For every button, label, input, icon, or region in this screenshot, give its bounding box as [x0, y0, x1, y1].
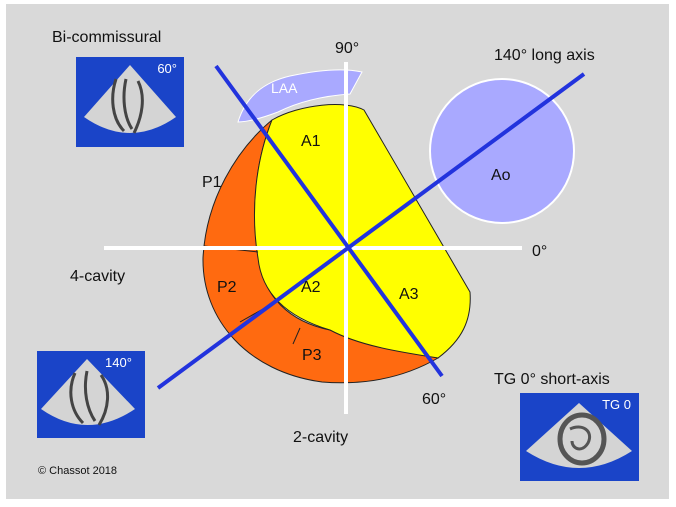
plane-140-line — [156, 72, 586, 390]
label-a1: A1 — [301, 133, 321, 150]
plane-60-line — [214, 64, 444, 378]
thumbnail-tg-short-axis: TG 0 — [520, 393, 639, 481]
label-140-long-axis: 140° long axis — [494, 47, 595, 64]
label-2-cavity: 2-cavity — [293, 429, 348, 446]
echo-sector-icon — [84, 65, 176, 134]
label-p2: P2 — [217, 279, 237, 296]
aorta-circle — [429, 78, 575, 224]
label-90: 90° — [335, 40, 359, 57]
label-a3: A3 — [399, 286, 419, 303]
anterior-leaflet — [254, 104, 471, 359]
thumbnail-label-60: 60° — [157, 61, 177, 76]
mitral-valve-diagram: Bi-commissural 90° 140° long axis LAA A1… — [52, 29, 610, 446]
echo-sector-icon — [41, 359, 135, 426]
label-0: 0° — [532, 243, 547, 260]
label-p3: P3 — [302, 347, 322, 364]
label-60: 60° — [422, 391, 446, 408]
label-ao: Ao — [491, 167, 511, 184]
laa-shape — [237, 69, 363, 123]
thumbnail-bicommissural: 60° — [76, 57, 184, 147]
label-a2: A2 — [301, 279, 321, 296]
label-4-cavity: 4-cavity — [70, 268, 125, 285]
label-laa: LAA — [271, 80, 298, 96]
thumbnail-label-140: 140° — [105, 355, 132, 370]
echo-sector-icon — [526, 403, 632, 468]
label-bicommissural: Bi-commissural — [52, 29, 161, 46]
thumbnail-long-axis: 140° — [37, 351, 145, 438]
label-p1: P1 — [202, 174, 222, 191]
p3-tick — [292, 327, 301, 345]
thumbnail-label-tg: TG 0 — [602, 397, 631, 412]
copyright-credit: © Chassot 2018 — [38, 465, 118, 477]
label-tg-short-axis: TG 0° short-axis — [494, 371, 610, 388]
